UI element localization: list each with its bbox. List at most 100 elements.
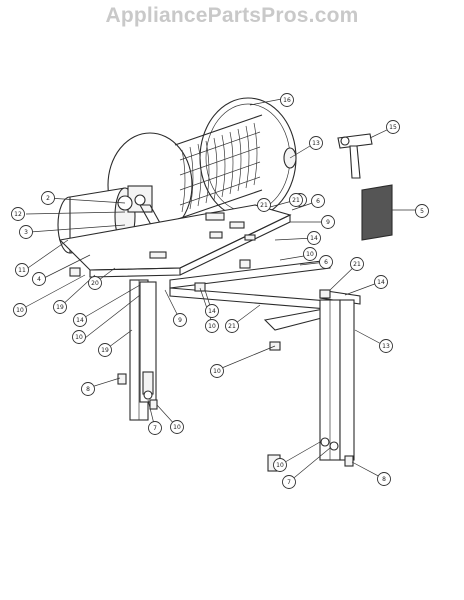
callout-label: 21: [260, 202, 268, 209]
callout-label: 19: [56, 304, 64, 311]
callout-circle: [41, 191, 55, 205]
callout-16: 16: [280, 93, 294, 107]
callout-circle: [19, 225, 33, 239]
watermark-text: AppliancePartsPros.com: [105, 4, 359, 27]
callout-label: 14: [76, 317, 84, 324]
callout-circle: [415, 204, 429, 218]
callout-label: 10: [16, 307, 24, 314]
callout-10f: 10: [273, 458, 287, 472]
callout-label: 14: [208, 308, 216, 315]
callout-circle: [13, 303, 27, 317]
callout-10a: 10: [13, 303, 27, 317]
callout-circle: [81, 382, 95, 396]
callout-13a: 13: [309, 136, 323, 150]
callout-circle: [205, 319, 219, 333]
callout-circle: [379, 339, 393, 353]
callout-8a: 8: [81, 382, 95, 396]
callout-15: 15: [386, 120, 400, 134]
callout-19b: 19: [98, 343, 112, 357]
callout-9a: 9: [321, 215, 335, 229]
callout-label: 5: [420, 208, 424, 215]
callout-label: 10: [173, 424, 181, 431]
callout-circle: [309, 136, 323, 150]
callout-label: 21: [353, 261, 361, 268]
callout-21c: 21: [289, 193, 303, 207]
callout-21b: 21: [350, 257, 364, 271]
callout-label: 19: [101, 347, 109, 354]
callout-circle: [11, 207, 25, 221]
callout-label: 21: [292, 197, 300, 204]
callout-label: 3: [24, 229, 28, 236]
callout-21d: 21: [257, 198, 271, 212]
callout-8b: 8: [377, 472, 391, 486]
callout-circle: [280, 93, 294, 107]
callout-label: 10: [213, 368, 221, 375]
callout-label: 8: [382, 476, 386, 483]
callout-label: 9: [178, 317, 182, 324]
callout-10c: 10: [205, 319, 219, 333]
callout-10b: 10: [72, 330, 86, 344]
callout-label: 11: [18, 267, 26, 274]
callout-label: 21: [228, 323, 236, 330]
callout-circle: [210, 364, 224, 378]
callout-circle: [53, 300, 67, 314]
callout-10d: 10: [210, 364, 224, 378]
callout-circle: [88, 276, 102, 290]
callout-circle: [319, 255, 333, 269]
callout-14d: 14: [374, 275, 388, 289]
callout-label: 6: [316, 198, 320, 205]
callout-label: 8: [86, 386, 90, 393]
callout-4: 4: [32, 272, 46, 286]
callout-19a: 19: [53, 300, 67, 314]
callout-11: 11: [15, 263, 29, 277]
callout-circle: [205, 304, 219, 318]
callout-12: 12: [11, 207, 25, 221]
callout-10e: 10: [303, 247, 317, 261]
callout-label: 7: [153, 425, 157, 432]
hose-coils: [174, 114, 263, 221]
callout-label: 9: [326, 219, 330, 226]
callout-circle: [273, 458, 287, 472]
callout-circle: [148, 421, 162, 435]
callout-label: 13: [312, 140, 320, 147]
callout-label: 10: [306, 251, 314, 258]
callout-14b: 14: [73, 313, 87, 327]
callout-circle: [72, 330, 86, 344]
top-frame: [58, 204, 292, 278]
callout-6b: 6: [319, 255, 333, 269]
callout-circle: [170, 420, 184, 434]
callout-10g: 10: [170, 420, 184, 434]
callout-7b: 7: [282, 475, 296, 489]
callout-label: 6: [324, 259, 328, 266]
callouts: 1234566778899101010101010101112131314141…: [11, 93, 429, 489]
callout-circle: [377, 472, 391, 486]
right-leg: [319, 299, 355, 461]
callout-circle: [303, 247, 317, 261]
callout-14c: 14: [205, 304, 219, 318]
callout-label: 10: [208, 323, 216, 330]
callout-label: 15: [389, 124, 397, 131]
callout-circle: [257, 198, 271, 212]
callout-label: 20: [91, 280, 99, 287]
callout-circle: [98, 343, 112, 357]
callout-label: 4: [37, 276, 41, 283]
callout-label: 2: [46, 195, 50, 202]
callout-label: 10: [75, 334, 83, 341]
label-panel: [361, 184, 393, 241]
callout-circle: [282, 475, 296, 489]
callout-20: 20: [88, 276, 102, 290]
callout-circle: [386, 120, 400, 134]
callout-circle: [173, 313, 187, 327]
callout-7a: 7: [148, 421, 162, 435]
callout-14a: 14: [307, 231, 321, 245]
callout-circle: [32, 272, 46, 286]
callout-6a: 6: [311, 194, 325, 208]
callout-circle: [321, 215, 335, 229]
callout-label: 16: [283, 97, 291, 104]
callout-13b: 13: [379, 339, 393, 353]
callout-circle: [225, 319, 239, 333]
reel-rear-flange: [199, 97, 297, 219]
callout-label: 7: [287, 479, 291, 486]
callout-circle: [350, 257, 364, 271]
